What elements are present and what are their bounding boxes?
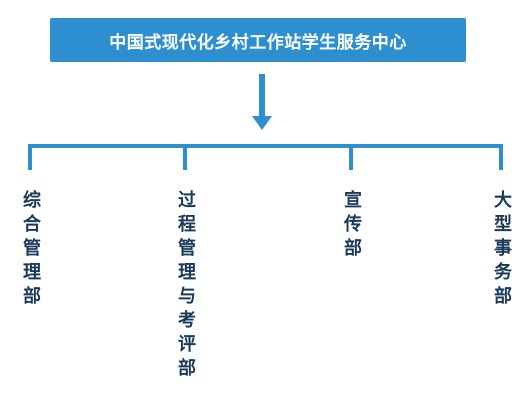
department-label: 过程管理与考评部 [175,190,196,382]
root-node-title: 中国式现代化乡村工作站学生服务中心 [109,32,407,53]
department-node-3: 宣传部 [337,190,365,262]
department-node-4: 大型事务部 [487,190,515,310]
department-label: 综合管理部 [20,190,41,310]
department-node-2: 过程管理与考评部 [171,190,199,382]
department-node-1: 综合管理部 [16,190,44,310]
department-label: 大型事务部 [491,190,512,310]
down-arrow-icon [252,116,272,130]
department-label: 宣传部 [341,190,362,262]
root-node-box: 中国式现代化乡村工作站学生服务中心 [50,18,466,62]
